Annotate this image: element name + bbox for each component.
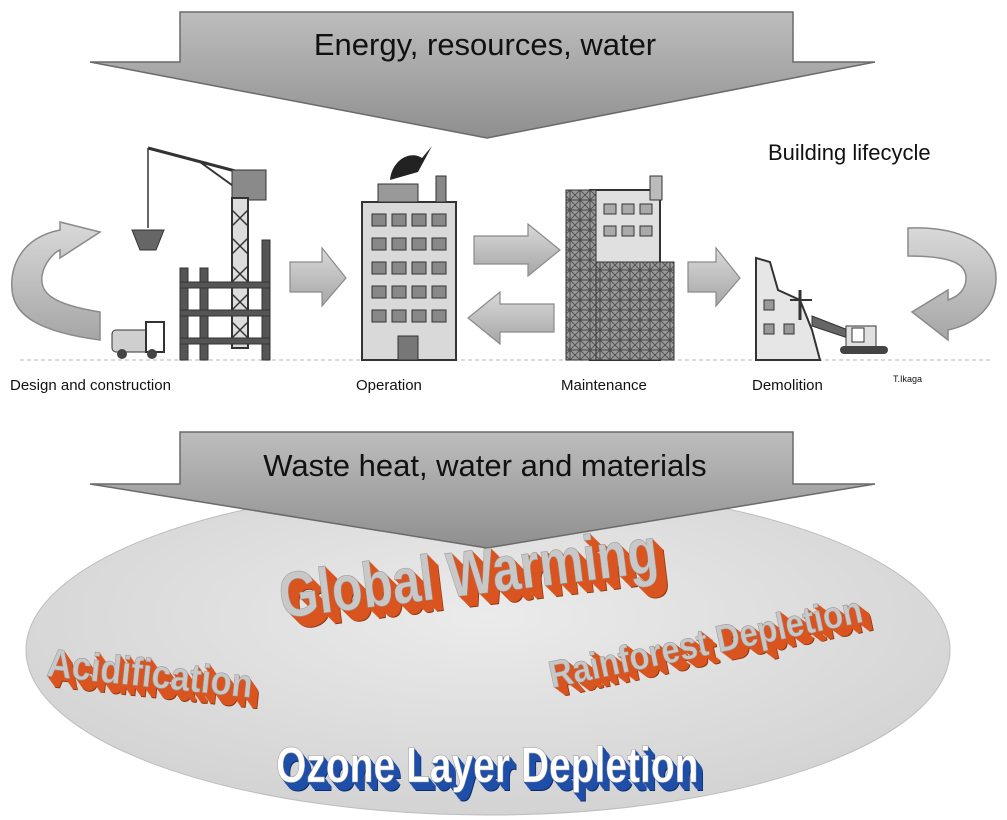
credit-label: T.Ikaga [893,374,922,384]
stage-label-maintenance: Maintenance [561,377,647,394]
impact-extrusion-layer: Ozone Layer Depletion [282,744,704,801]
scaffolding-bottom [595,261,675,361]
impact-extrusion-layer: Ozone Layer Depletion [281,743,703,800]
impact-extrusion-layer: Ozone Layer Depletion [280,741,702,798]
operation-building-icon [361,146,457,361]
lifecycle-title: Building lifecycle [768,140,931,165]
impact-extrusion-layer: Ozone Layer Depletion [278,739,700,796]
window [391,285,407,299]
maintenance-building-icon [565,175,675,361]
window [411,213,427,227]
window [603,203,617,215]
window [391,309,407,323]
window [603,225,617,237]
window [391,261,407,275]
impact-extrusion-layer: Ozone Layer Depletion [279,740,701,797]
window [431,309,447,323]
window [639,225,653,237]
window [371,237,387,251]
arrow-operation-to-maintenance [473,222,561,278]
window [639,203,653,215]
window [411,285,427,299]
arrow-maintenance-to-demolition [687,246,741,308]
arrow-maintenance-to-operation [467,290,555,346]
window [391,237,407,251]
window [371,285,387,299]
construction-crane-icon [131,146,271,361]
right-cycle-arrow-icon [907,227,997,342]
arrow-construction-to-operation [289,246,347,308]
impact-extrusion-layer: Ozone Layer Depletion [282,743,704,800]
window [411,309,427,323]
left-cycle-arrow-icon [11,221,102,341]
bottom-banner-label: Waste heat, water and materials [263,448,706,483]
impact-extrusion-layer: Ozone Layer Depletion [283,745,705,802]
cement-truck-icon [111,321,165,359]
top-input-arrow: Energy, resources, water [89,11,876,139]
bottom-output-arrow: Waste heat, water and materials [89,431,876,549]
stage-label-design: Design and construction [10,377,171,394]
impact-extrusion-layer: Ozone Layer Depletion [277,738,699,795]
window [431,237,447,251]
demolition-building-icon [755,256,822,361]
stage-label-operation: Operation [356,377,422,394]
window [431,261,447,275]
scaffolding-left [565,189,597,361]
window [371,309,387,323]
excavator-icon [811,315,888,354]
window [371,213,387,227]
window [621,203,635,215]
impact-ozone-layer-depletion-label: Ozone Layer Depletion [276,736,698,793]
window [411,261,427,275]
window [411,237,427,251]
window [621,225,635,237]
window [431,285,447,299]
building-windows [371,213,447,323]
window [391,213,407,227]
window [431,213,447,227]
stage-label-demolition: Demolition [752,377,823,394]
window [371,261,387,275]
top-banner-label: Energy, resources, water [314,27,656,62]
impact-extrusion-layer: Ozone Layer Depletion [277,737,699,794]
impact-extrusion-layer: Ozone Layer Depletion [280,742,702,799]
